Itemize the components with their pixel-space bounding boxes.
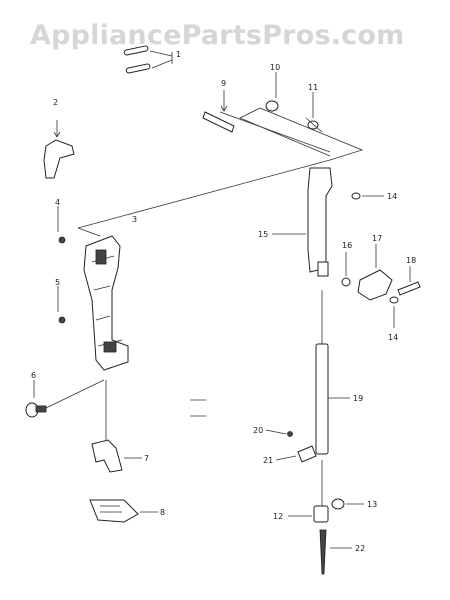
part-4-screw [57, 206, 66, 244]
callout-6: 6 [31, 371, 36, 380]
part-17-block [357, 244, 393, 301]
part-21-clip [275, 445, 317, 463]
callout-4: 4 [55, 198, 60, 207]
part-20-screw [265, 429, 293, 437]
callout-21: 21 [263, 456, 273, 465]
callout-10: 10 [270, 63, 280, 72]
callout-14-upper: 14 [387, 192, 397, 201]
callout-14-lower: 14 [388, 333, 398, 342]
callout-17: 17 [372, 234, 382, 243]
part-14-ring-upper [351, 192, 384, 200]
part-7-foot-shank [91, 380, 142, 473]
part-18-pin [397, 266, 421, 296]
callout-1: 1 [176, 50, 181, 59]
part-14-ring-lower [389, 296, 399, 328]
part-16-washer [341, 252, 351, 287]
part-8-presser-foot [89, 499, 158, 523]
callout-18: 18 [406, 256, 416, 265]
callout-12: 12 [273, 512, 283, 521]
callout-11: 11 [308, 83, 318, 92]
presser-bar-assembly [83, 235, 129, 371]
callout-15: 15 [258, 230, 268, 239]
callout-9: 9 [221, 79, 226, 88]
callout-19: 19 [353, 394, 363, 403]
callout-3: 3 [132, 215, 137, 224]
part-6-thumb-screw [25, 379, 105, 418]
callout-5: 5 [55, 278, 60, 287]
callout-labels: 1 2 3 4 5 6 7 8 9 10 11 12 13 14 14 15 1… [31, 50, 416, 553]
callout-20: 20 [253, 426, 263, 435]
callout-16: 16 [342, 241, 352, 250]
part-13-clamp-screw [331, 498, 364, 510]
part-1-pins [123, 45, 173, 74]
watermark: AppliancePartsPros.com [30, 20, 404, 51]
callout-8: 8 [160, 508, 165, 517]
callout-22: 22 [355, 544, 365, 553]
part-5-screw [57, 286, 66, 324]
part-15-bracket [272, 167, 333, 277]
part-11-screw [305, 92, 323, 133]
stray-marks [190, 399, 206, 417]
part-19-needle-bar [315, 290, 350, 455]
callout-7: 7 [144, 454, 149, 463]
part-10-collar [265, 72, 279, 112]
part-12-needle-clamp [288, 460, 329, 523]
part-2-bracket [43, 120, 75, 179]
callout-2: 2 [53, 98, 58, 107]
part-9-rod [202, 90, 235, 133]
callout-13: 13 [367, 500, 377, 509]
part-22-needle [319, 529, 352, 575]
